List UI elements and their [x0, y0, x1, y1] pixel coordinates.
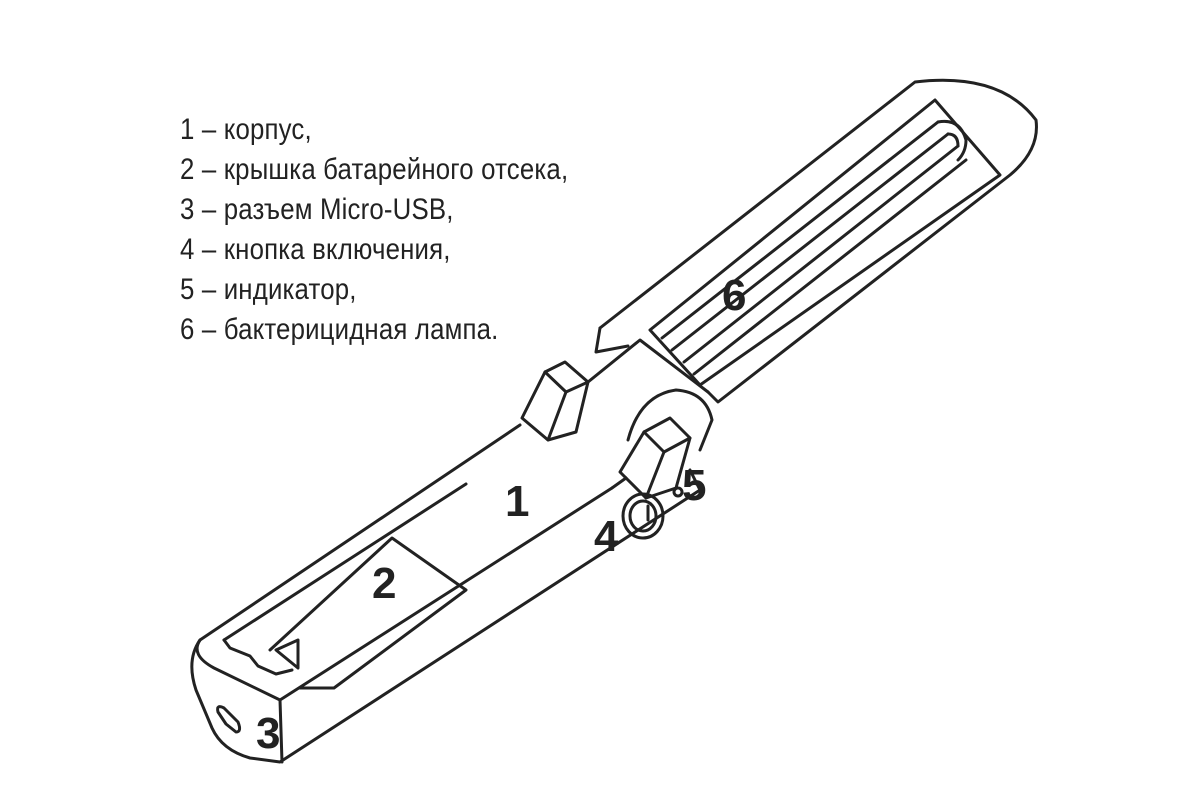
indicator-led [672, 486, 684, 498]
callout-battery-cover: 2 [372, 559, 396, 608]
battery-cover [268, 536, 468, 690]
lamp-arm-outline [598, 78, 1038, 404]
micro-usb-port [216, 705, 242, 734]
callout-power-button: 4 [594, 512, 619, 561]
body-top-edge [195, 486, 614, 702]
legend-item-indicator: 5 – индикатор, [180, 273, 357, 306]
hinge-bracket [626, 388, 714, 452]
legend-item-uv-lamp: 6 – бактерицидная лампа. [180, 313, 499, 346]
battery-cover-outline [268, 536, 468, 690]
callout-indicator: 5 [682, 461, 706, 510]
legend-item-power-button: 4 – кнопка включения, [180, 233, 451, 266]
hinge-left [520, 360, 590, 442]
lamp-window [648, 98, 1002, 387]
callout-micro-usb: 3 [256, 709, 280, 758]
triangle-arrow-icon [274, 638, 300, 670]
usb-port-icon [216, 705, 242, 734]
legend-item-body: 1 – корпус, [180, 113, 312, 146]
lamp-arm [594, 78, 1038, 404]
callout-body: 1 [505, 477, 529, 526]
legend-item-battery-cover: 2 – крышка батарейного отсека, [180, 153, 569, 186]
legend: 1 – корпус, 2 – крышка батарейного отсек… [180, 110, 568, 350]
body-front-edge [278, 698, 284, 764]
battery-latch [222, 638, 294, 676]
lamp-arm-end [594, 326, 630, 354]
power-button [621, 492, 665, 540]
main-body [190, 423, 702, 764]
callout-uv-lamp: 6 [722, 271, 746, 320]
body-outline [190, 423, 702, 764]
legend-item-micro-usb: 3 – разъем Micro-USB, [180, 193, 454, 226]
uv-lamp [660, 119, 968, 376]
